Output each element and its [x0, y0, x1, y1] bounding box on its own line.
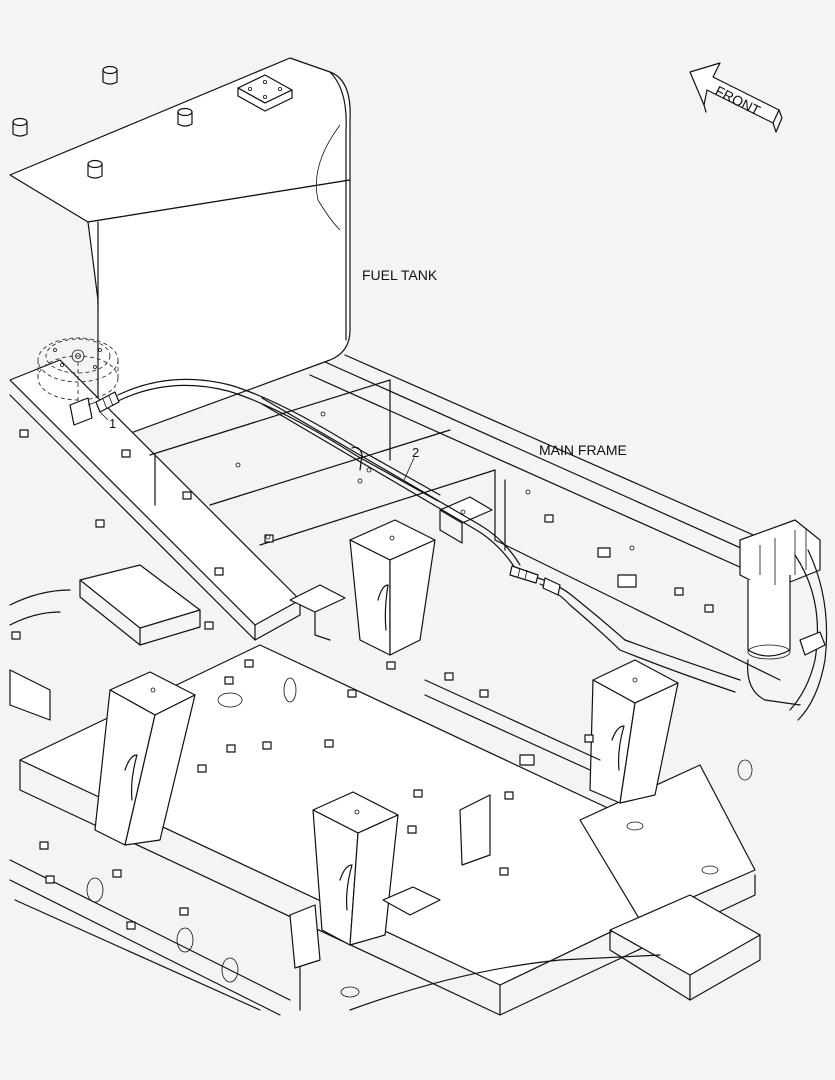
fuel-hose-1: [95, 378, 441, 502]
callout-1-number: 1: [109, 416, 116, 431]
front-direction-arrow-icon: FRONT: [689, 62, 783, 133]
callout-2-number: 2: [412, 445, 419, 460]
main-frame-label: MAIN FRAME: [539, 442, 627, 458]
callout-2: 2: [403, 445, 419, 481]
fuel-tank-label: FUEL TANK: [362, 267, 438, 283]
fuel-hose-2: [261, 397, 626, 651]
main-frame: [9, 354, 811, 1016]
fuel-filter-assembly: [619, 519, 828, 721]
front-label: FRONT: [713, 82, 764, 118]
fuel-sender-unit: [37, 337, 119, 426]
callout-1: 1: [99, 411, 116, 431]
fuel-tank: [9, 57, 351, 446]
